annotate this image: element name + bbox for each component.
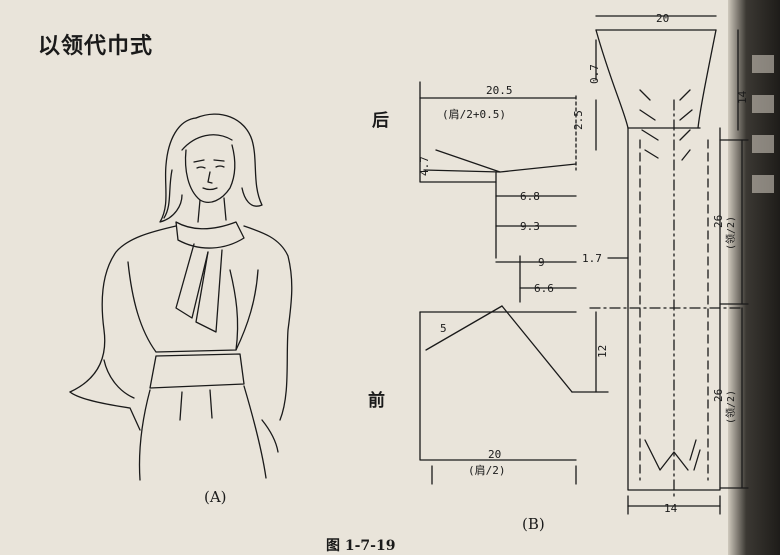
right-shoulder-sleeve (243, 225, 293, 421)
edge-text-fragment (752, 135, 774, 153)
right-arm-hand (261, 419, 279, 453)
front-outline (419, 311, 577, 461)
back-outline (419, 81, 497, 183)
front-neck-curve (501, 305, 573, 393)
back-neck-a-label: 6.8 (520, 190, 540, 203)
back-slope-label: 4.7 (418, 156, 431, 176)
front-bodice-pattern (419, 255, 609, 485)
front-width-ticks (431, 465, 577, 485)
hair-left-outline (159, 117, 197, 223)
page-binding-edge (728, 0, 780, 555)
front-offset-label: 1.7 (582, 252, 602, 265)
hair-right-outline (195, 113, 263, 207)
front-shoulder-slope (425, 305, 503, 351)
collar-length-upper-label: 26 (712, 215, 725, 228)
edge-text-fragment (752, 55, 774, 73)
back-bodice-pattern (419, 81, 577, 259)
collar-top-h1-label: 0.7 (588, 64, 601, 84)
back-width-formula: (肩/2+0.5) (442, 107, 506, 121)
fashion-illustration (69, 113, 293, 481)
front-width-label: 20 (488, 448, 501, 461)
blouse-fold (229, 269, 239, 351)
collar-fold-lines (639, 139, 709, 481)
collar-length-upper-formula: (领/2) (724, 216, 737, 250)
collar-length-lower-label: 26 (712, 389, 725, 402)
skirt-pleats (179, 389, 213, 421)
back-dimension-labels: 20.5 (肩/2+0.5) 2.5 4.7 6.8 9.3 (418, 84, 585, 233)
dim-bottom-ticks (627, 495, 721, 515)
edge-text-fragment (752, 95, 774, 113)
collar-bottom-hatch (644, 439, 701, 471)
front-neck-a-label: 9 (538, 256, 545, 269)
back-piece-label: 后 (372, 111, 389, 131)
mouth (202, 187, 218, 191)
collar-top-width-label: 20 (656, 12, 669, 25)
dim-right-ticks (719, 139, 749, 489)
collar-bottom-width-label: 14 (664, 502, 678, 515)
figure-number: 图 1-7-19 (326, 538, 396, 554)
front-depth-label: 12 (596, 345, 609, 358)
back-neck-b-label: 9.3 (520, 220, 540, 233)
collar-flare-sides (595, 29, 717, 129)
eyes (196, 165, 225, 169)
left-arm-hand (69, 391, 141, 431)
collar-top-hatch (639, 89, 693, 161)
hair-fringe (181, 134, 233, 151)
scarf-tail-left (175, 243, 209, 319)
page-title: 以领代巾式 (38, 33, 154, 59)
caption-a: (A) (204, 488, 227, 506)
collar-top-h2-label: 14 (736, 90, 749, 104)
scarf-collar-pattern (589, 15, 749, 515)
collar-dimension-labels: 20 0.7 14 26 (领/2) 26 (领/2) 14 (588, 12, 749, 515)
face-outline (184, 144, 236, 203)
collar-length-lower-formula: (领/2) (724, 390, 737, 424)
front-piece-label: 前 (368, 391, 385, 411)
back-neck-slope (423, 169, 501, 173)
skirt-outline (138, 385, 267, 481)
neck (197, 197, 227, 223)
nose (207, 171, 213, 184)
scarf-tail-right (195, 249, 223, 333)
back-height-label: 2.5 (572, 110, 585, 130)
front-slope-label: 5 (440, 322, 447, 335)
scarf-collar-band (175, 221, 245, 249)
blouse-body (127, 261, 259, 353)
left-sleeve-cuff (103, 359, 135, 399)
front-neck-b-label: 6.6 (534, 282, 554, 295)
edge-text-fragment (752, 175, 774, 193)
back-width-label: 20.5 (486, 84, 513, 97)
eyebrows (193, 159, 225, 163)
caption-b: (B) (522, 515, 545, 533)
back-shoulder-line (435, 149, 577, 173)
front-dimension-labels: 9 6.6 5 12 20 (肩/2) 1.7 (440, 252, 609, 477)
hair-strand (163, 169, 173, 219)
left-shoulder-sleeve (69, 225, 177, 393)
waistband (149, 353, 245, 389)
front-width-formula: (肩/2) (468, 463, 506, 477)
